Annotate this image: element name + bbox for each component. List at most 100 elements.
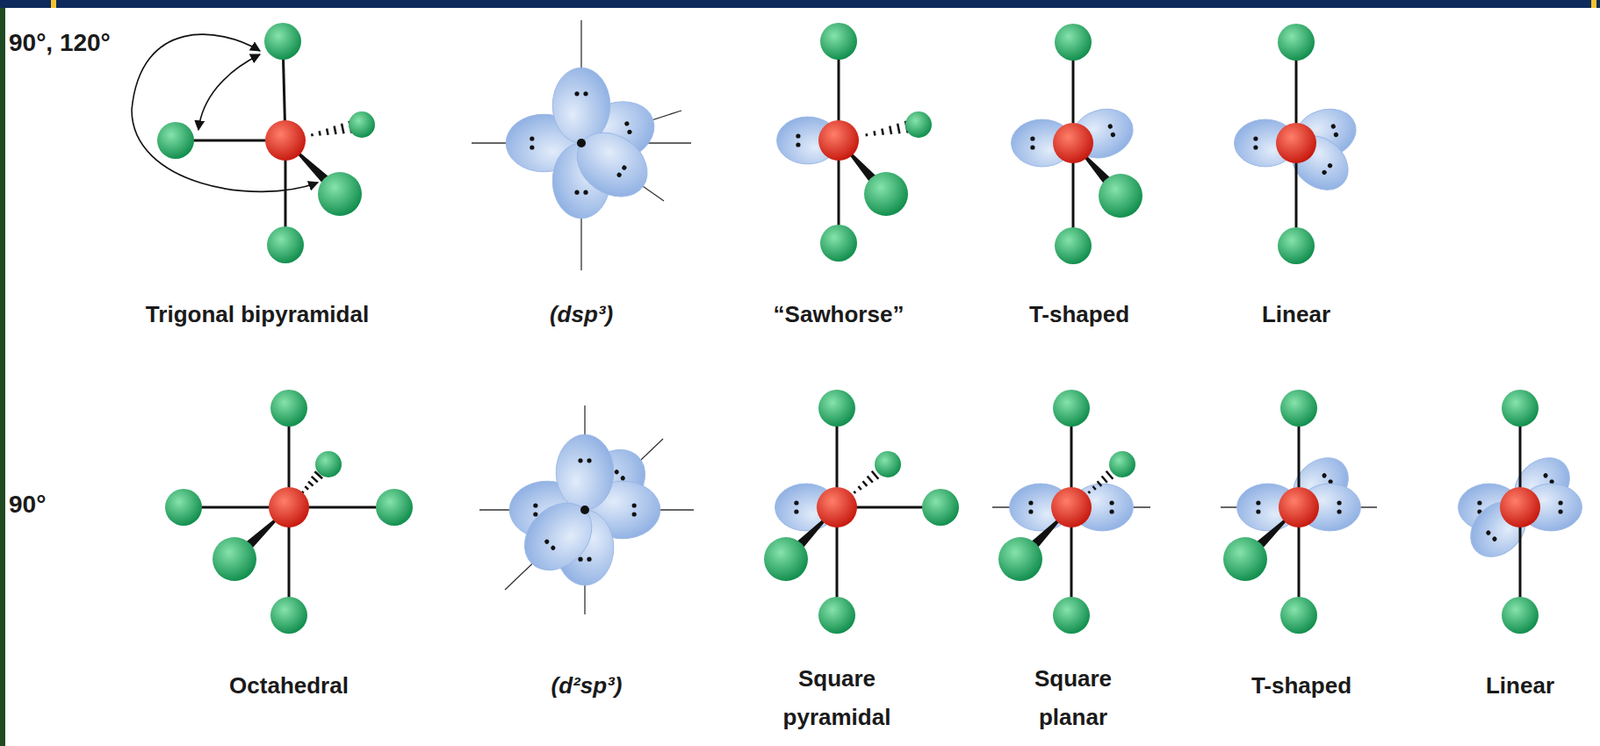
left-strip (0, 7, 6, 746)
ligand-atom (1054, 23, 1092, 61)
molecule-figure (1234, 23, 1363, 265)
lone-pair-lobe (511, 490, 606, 584)
geometry-name: Octahedral (229, 666, 349, 706)
electron-dot (795, 142, 800, 147)
ligand-atom (1098, 173, 1143, 218)
molecule-figure (763, 389, 959, 635)
electron-dot (1030, 144, 1035, 150)
hashed-bond (311, 476, 318, 483)
hashed-bond (853, 491, 856, 494)
hashed-bond (889, 126, 892, 135)
electron-dot (1255, 500, 1261, 505)
electron-dot (1028, 500, 1033, 505)
lone-pair-lobe (552, 67, 611, 144)
molecule-figure (1458, 389, 1583, 635)
electron-dot (1320, 169, 1327, 176)
angle-arc (198, 54, 260, 130)
electron-dot (1253, 136, 1258, 141)
ligand-atom (270, 597, 308, 635)
hashed-bond (897, 123, 900, 135)
central-atom (1275, 122, 1317, 164)
hashed-bond (1092, 486, 1096, 491)
electron-dot (583, 91, 588, 96)
electron-dot (1109, 131, 1117, 138)
electron-dot (1320, 472, 1327, 479)
ligand-atom (874, 451, 901, 478)
ligand-atom (1277, 23, 1315, 61)
lone-pair-lobe (564, 119, 660, 210)
hashed-bond (1097, 481, 1103, 487)
central-atom (818, 120, 859, 161)
electron-dot (632, 511, 637, 517)
electron-dot (1336, 500, 1341, 505)
ligand-atom (1054, 227, 1092, 265)
lobe-shape (552, 67, 611, 144)
molecule-figure (479, 405, 694, 615)
molecule-figure (1220, 389, 1377, 635)
hashed-bond (867, 475, 873, 483)
ligand-atom (317, 172, 362, 217)
molecule-figure (777, 22, 932, 262)
angle-label: 90°, 120° (8, 28, 111, 58)
ligand-atom (998, 537, 1043, 582)
central-atom (1499, 487, 1541, 528)
electron-dot (612, 468, 620, 476)
geometry-name: Linear (1261, 295, 1331, 334)
central-atom (1052, 122, 1094, 164)
lobe-shape (564, 119, 660, 210)
hashed-bond (863, 481, 868, 487)
electron-dot (627, 129, 634, 136)
electron-dot (624, 121, 631, 128)
molecule-figure (165, 389, 413, 635)
ligand-atom (1052, 389, 1090, 427)
hashed-bond (864, 133, 868, 137)
electron-dot (1477, 500, 1482, 505)
molecule-figure (1011, 23, 1143, 265)
ligand-atom (820, 22, 858, 60)
electron-dot (1326, 162, 1334, 169)
electron-dot (1484, 529, 1492, 536)
ligand-atom (212, 537, 257, 582)
geometry-name: T-shaped (1029, 295, 1130, 334)
molecule-figure (992, 389, 1151, 635)
lobe-shape (555, 434, 614, 511)
electron-dot (1557, 500, 1563, 505)
ligand-atom (1501, 389, 1539, 427)
ligand-atom (1501, 597, 1539, 635)
central-atom (1278, 487, 1319, 528)
ligand-atom (157, 122, 195, 159)
electron-dot (577, 458, 583, 463)
hashed-bond (304, 486, 309, 491)
geometry-name: T-shaped (1251, 666, 1352, 706)
central-atom (816, 487, 858, 528)
ligand-atom (270, 389, 308, 427)
central-atom (1051, 487, 1092, 528)
ligand-atom (922, 489, 959, 527)
hashed-bond (326, 128, 328, 135)
hashed-bond (319, 130, 321, 136)
electron-dot (1107, 123, 1114, 130)
electron-dot (543, 538, 550, 545)
angle-label: 90° (8, 490, 46, 520)
electron-dot (1255, 509, 1261, 514)
electron-dot (619, 475, 627, 482)
electron-dot (632, 503, 637, 508)
electron-dot (549, 545, 556, 552)
hybridization-label: (dsp³) (549, 295, 613, 334)
hybridization-label: (d²sp³) (551, 666, 623, 706)
geometry-name: Square planar (998, 659, 1148, 737)
electron-dot (586, 557, 591, 563)
ligand-atom (165, 489, 202, 527)
ligand-atom (1277, 227, 1315, 265)
hashed-bond (1088, 491, 1090, 494)
top-bar-accent (1591, 0, 1597, 8)
central-atom (265, 120, 306, 161)
hashed-bond (1102, 475, 1108, 483)
central-atom (268, 487, 310, 528)
electron-dot (1333, 131, 1340, 138)
hashed-bond (308, 482, 313, 487)
electron-dot (616, 172, 623, 179)
hashed-bond (341, 123, 344, 135)
